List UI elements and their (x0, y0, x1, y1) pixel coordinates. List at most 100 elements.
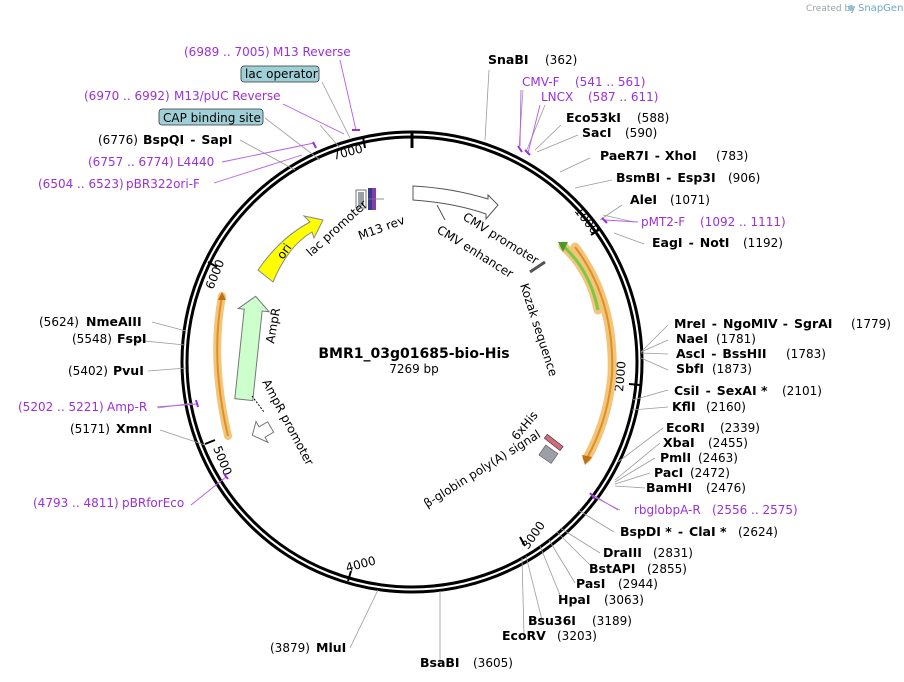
svg-text:(2455): (2455) (708, 436, 748, 450)
site-hpai[interactable]: HpaI (3063) (558, 592, 644, 607)
svg-text:XmnI: XmnI (116, 421, 152, 436)
site-ecorv[interactable]: EcoRV (3203) (502, 628, 597, 643)
svg-text:(5624): (5624) (39, 315, 79, 329)
svg-text:AscI-BssHII: AscI-BssHII (676, 346, 767, 361)
svg-text:(541 .. 561): (541 .. 561) (575, 75, 645, 89)
svg-text:(6776): (6776) (98, 133, 138, 147)
svg-text:(2944): (2944) (618, 577, 658, 591)
site-paer7i-xhoi[interactable]: PaeR7I-XhoI (783) (600, 148, 748, 163)
tick-3000 (519, 536, 526, 547)
svg-text:PacI: PacI (654, 465, 683, 480)
svg-text:(587 .. 611): (587 .. 611) (588, 90, 658, 104)
site-fspi[interactable]: (5548) FspI (72, 331, 147, 346)
svg-text:(3189): (3189) (592, 614, 632, 628)
site-bsmbi-esp3i[interactable]: BsmBI-Esp3I (906) (616, 170, 760, 185)
ampr-promoter-arrow (251, 420, 275, 444)
site-paci[interactable]: PacI (2472) (654, 465, 730, 480)
svg-text:(1783): (1783) (786, 347, 826, 361)
site-asci-bsshii[interactable]: AscI-BssHII (1783) (676, 346, 826, 361)
svg-text:(2556 .. 2575): (2556 .. 2575) (712, 503, 798, 517)
primer-rbglobpa-r[interactable]: rbglobpA-R (2556 .. 2575) (634, 503, 798, 517)
svg-text:BspDI *-ClaI *: BspDI *-ClaI * (620, 524, 727, 539)
site-ecori[interactable]: EcoRI (2339) (666, 420, 760, 435)
site-mrei-ngomiv-sgrai[interactable]: MreI-NgoMIV-SgrAI (1779) (674, 316, 891, 331)
feature-lac-operator[interactable]: lac operator (240, 65, 320, 83)
ori-arrow (257, 215, 324, 283)
svg-text:(1071): (1071) (670, 193, 710, 207)
primer-pmt2-f[interactable]: pMT2-F (1092 .. 1111) (641, 215, 786, 229)
svg-text:(906): (906) (728, 171, 760, 185)
svg-text:pMT2-F: pMT2-F (641, 215, 685, 229)
svg-text:PaeR7I-XhoI: PaeR7I-XhoI (600, 148, 697, 163)
primer-cmv-f[interactable]: CMV-F (541 .. 561) (522, 75, 645, 89)
site-nmeaiii[interactable]: (5624) NmeAIII (39, 314, 142, 329)
tick-1000 (590, 228, 601, 236)
plasmid-length: 7269 bp (389, 362, 439, 376)
svg-text:NmeAIII: NmeAIII (86, 314, 142, 329)
site-naei[interactable]: NaeI (1781) (676, 331, 756, 346)
site-saci[interactable]: SacI (590) (582, 125, 657, 140)
site-eco53ki[interactable]: Eco53kI (588) (566, 110, 669, 125)
site-draiii[interactable]: DraIII (2831) (603, 545, 693, 560)
svg-text:CMV-F: CMV-F (522, 75, 560, 89)
green-feature-arrowhead (558, 242, 568, 252)
svg-text:(5548): (5548) (72, 332, 112, 346)
svg-text:EcoRV: EcoRV (502, 628, 546, 643)
svg-text:(2463): (2463) (698, 451, 738, 465)
svg-text:BamHI: BamHI (646, 480, 692, 495)
svg-text:FspI: FspI (117, 331, 147, 346)
primer-markers (195, 129, 608, 500)
primer-m13-puc-reverse[interactable]: (6970 .. 6992) M13/pUC Reverse (84, 89, 281, 103)
primer-m13-reverse[interactable]: (6989 .. 7005) M13 Reverse (184, 45, 351, 59)
site-bstapi[interactable]: BstAPI (2855) (589, 561, 687, 576)
site-bsabi[interactable]: BsaBI (3605) (420, 655, 513, 670)
svg-text:(6989 .. 7005): (6989 .. 7005) (184, 45, 270, 59)
svg-text:EcoRI: EcoRI (666, 420, 705, 435)
site-csii-sexai[interactable]: CsiI-SexAI * (2101) (674, 383, 822, 398)
lac-promoter-fill (358, 192, 364, 206)
svg-text:(1873): (1873) (712, 362, 752, 376)
site-xmni[interactable]: (5171) XmnI (70, 421, 152, 436)
primer-l4440[interactable]: (6757 .. 6774) L4440 (88, 155, 214, 169)
primer-pbrforeco[interactable]: (4793 .. 4811) pBRforEco (33, 496, 184, 510)
svg-text:SnaBI: SnaBI (488, 52, 529, 67)
svg-text:(588): (588) (637, 111, 669, 125)
feature-cap-binding-site[interactable]: CAP binding site (158, 108, 264, 126)
svg-text:Amp-R: Amp-R (107, 400, 147, 414)
site-bspdi-clai[interactable]: BspDI *-ClaI * (2624) (620, 524, 778, 539)
site-sbfi[interactable]: SbfI (1873) (676, 361, 752, 376)
site-kfli[interactable]: KflI (2160) (672, 399, 746, 414)
site-pvui[interactable]: (5402) PvuI (68, 363, 144, 378)
svg-text:LNCX: LNCX (541, 90, 573, 104)
site-alei[interactable]: AleI (1071) (630, 192, 710, 207)
kozak-label: Kozak sequence (517, 282, 560, 378)
svg-text:CsiI-SexAI *: CsiI-SexAI * (674, 383, 768, 398)
svg-text:PasI: PasI (576, 576, 605, 591)
svg-text:(2339): (2339) (720, 421, 760, 435)
svg-text:EagI-NotI: EagI-NotI (652, 235, 729, 250)
site-bsu36i[interactable]: Bsu36I (3189) (528, 613, 632, 628)
site-pasi[interactable]: PasI (2944) (576, 576, 658, 591)
site-pmli[interactable]: PmlI (2463) (660, 450, 738, 465)
primer-lncx[interactable]: LNCX (587 .. 611) (541, 90, 658, 104)
primer-amp-r[interactable]: (5202 .. 5221) Amp-R (18, 400, 147, 414)
tick-5000 (204, 439, 216, 445)
svg-text:BstAPI: BstAPI (589, 561, 635, 576)
svg-text:DraIII: DraIII (603, 545, 642, 560)
svg-text:M13/pUC Reverse: M13/pUC Reverse (174, 89, 281, 103)
svg-text:(3605): (3605) (473, 656, 513, 670)
site-bamhi[interactable]: BamHI (2476) (646, 480, 746, 495)
kozak-marker (529, 260, 546, 274)
site-snabi[interactable]: SnaBI (362) (488, 52, 577, 67)
site-bspqi-sapi[interactable]: (6776) BspQI-SapI (98, 132, 232, 147)
site-eagi-noti[interactable]: EagI-NotI (1192) (652, 235, 783, 250)
leader-lines (123, 69, 669, 662)
tick-2000 (628, 383, 641, 386)
site-xbai[interactable]: XbaI (2455) (663, 435, 748, 450)
svg-text:pBR322ori-F: pBR322ori-F (126, 177, 200, 191)
primer-pbr322ori-f[interactable]: (6504 .. 6523) pBR322ori-F (38, 177, 200, 191)
svg-text:Eco53kI: Eco53kI (566, 110, 621, 125)
site-mlui[interactable]: (3879) MluI (270, 640, 346, 655)
svg-text:rbglobpA-R: rbglobpA-R (634, 503, 701, 517)
